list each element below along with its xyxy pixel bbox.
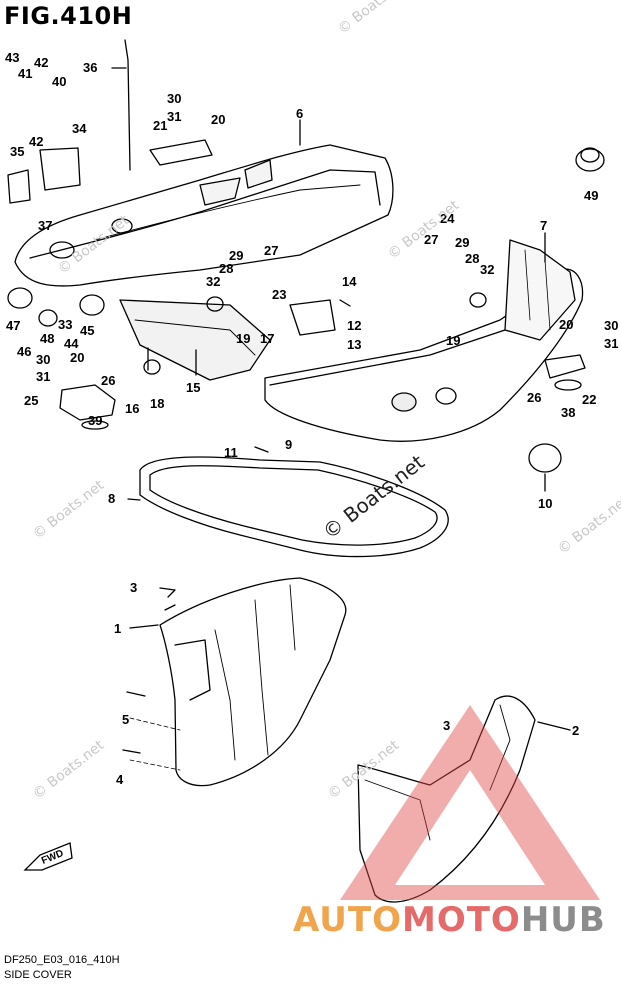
callout-3b: 3 bbox=[443, 718, 450, 733]
callout-31: 31 bbox=[167, 109, 181, 124]
grommet-49 bbox=[575, 148, 605, 172]
callout-13: 13 bbox=[347, 337, 361, 352]
callout-2: 2 bbox=[572, 723, 579, 738]
figure-name: SIDE COVER bbox=[4, 969, 72, 981]
callout-27b: 27 bbox=[424, 232, 438, 247]
callout-23: 23 bbox=[272, 287, 286, 302]
callout-46: 46 bbox=[17, 344, 31, 359]
callout-30c: 30 bbox=[604, 318, 618, 333]
cap-10 bbox=[528, 443, 562, 473]
callout-18: 18 bbox=[150, 396, 164, 411]
callout-28b: 28 bbox=[465, 251, 479, 266]
callout-19b: 19 bbox=[446, 333, 460, 348]
rod-36 bbox=[124, 39, 131, 171]
callout-42: 42 bbox=[34, 55, 48, 70]
callout-29b: 29 bbox=[455, 235, 469, 250]
callout-39: 39 bbox=[88, 413, 102, 428]
callout-5: 5 bbox=[122, 712, 129, 727]
callout-30: 30 bbox=[167, 91, 181, 106]
callout-36: 36 bbox=[83, 60, 97, 75]
handle-25 bbox=[59, 384, 116, 421]
callout-4: 4 bbox=[116, 772, 124, 787]
callout-38: 38 bbox=[561, 405, 575, 420]
callout-31b: 31 bbox=[36, 369, 50, 384]
figure-title: FIG.410H bbox=[4, 2, 133, 30]
callout-16: 16 bbox=[125, 401, 139, 416]
fwd-arrow-icon: FWD bbox=[23, 842, 73, 871]
callout-31c: 31 bbox=[604, 336, 618, 351]
callout-20: 20 bbox=[211, 112, 225, 127]
figure-code: DF250_E03_016_410H bbox=[4, 954, 120, 966]
callout-17: 17 bbox=[260, 331, 274, 346]
callout-26: 26 bbox=[101, 373, 115, 388]
callout-48: 48 bbox=[40, 331, 54, 346]
callout-27: 27 bbox=[264, 243, 278, 258]
callout-37: 37 bbox=[38, 218, 52, 233]
automotohub-logo: AUTOMOTOHUB bbox=[293, 900, 606, 940]
callout-43: 43 bbox=[5, 50, 19, 65]
logo-triangle bbox=[340, 705, 600, 900]
lower-cover-2 bbox=[357, 695, 536, 903]
callout-44: 44 bbox=[64, 336, 79, 351]
callout-34: 34 bbox=[72, 121, 87, 136]
callout-47: 47 bbox=[6, 318, 20, 333]
callout-8: 8 bbox=[108, 491, 115, 506]
grommet-47 bbox=[7, 287, 33, 309]
callout-10: 10 bbox=[538, 496, 552, 511]
callout-12: 12 bbox=[347, 318, 361, 333]
callout-28: 28 bbox=[219, 261, 233, 276]
callout-14: 14 bbox=[342, 274, 357, 289]
frame-15 bbox=[119, 299, 271, 381]
handle-22 bbox=[544, 354, 586, 379]
seal-8 bbox=[139, 456, 449, 558]
callout-26b: 26 bbox=[527, 390, 541, 405]
callout-20b: 20 bbox=[70, 350, 84, 365]
callout-32: 32 bbox=[206, 274, 220, 289]
lower-cover-1 bbox=[159, 577, 347, 787]
callout-45: 45 bbox=[80, 323, 94, 338]
callout-22: 22 bbox=[582, 392, 596, 407]
callout-3: 3 bbox=[130, 580, 137, 595]
callout-40: 40 bbox=[52, 74, 66, 89]
callout-9: 9 bbox=[285, 437, 292, 452]
callout-15: 15 bbox=[186, 380, 200, 395]
callout-25: 25 bbox=[24, 393, 38, 408]
callout-6: 6 bbox=[296, 106, 303, 121]
callout-41: 41 bbox=[18, 66, 32, 81]
callout-35: 35 bbox=[10, 144, 24, 159]
callout-21: 21 bbox=[153, 118, 167, 133]
callout-33: 33 bbox=[58, 317, 72, 332]
upper-side-cover-6 bbox=[14, 144, 394, 287]
callout-30b: 30 bbox=[36, 352, 50, 367]
callout-19: 19 bbox=[236, 331, 250, 346]
callout-32b: 32 bbox=[480, 262, 494, 277]
callout-49: 49 bbox=[584, 188, 598, 203]
callout-1: 1 bbox=[114, 621, 121, 636]
callout-42b: 42 bbox=[29, 134, 43, 149]
callout-29: 29 bbox=[229, 248, 243, 263]
callout-7: 7 bbox=[540, 218, 547, 233]
callout-24: 24 bbox=[440, 211, 455, 226]
callout-20c: 20 bbox=[559, 317, 573, 332]
callout-11: 11 bbox=[224, 445, 238, 460]
